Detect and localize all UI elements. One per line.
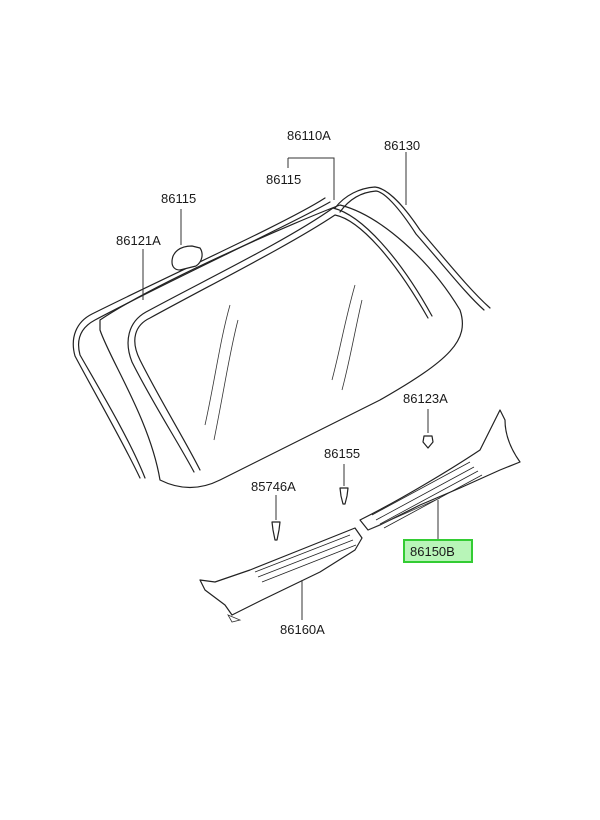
screw-86155: [339, 487, 349, 505]
label-86130: 86130: [384, 138, 420, 153]
leader-lines: [142, 152, 439, 620]
dam-86110A: [127, 207, 433, 473]
label-86150B: 86150B: [410, 544, 455, 559]
windshield-glass: [99, 204, 464, 489]
highlight-box: [403, 539, 473, 563]
clip-86123A: [422, 435, 434, 449]
label-86115-top: 86115: [266, 172, 301, 187]
label-86121A: 86121A: [116, 233, 161, 248]
label-85746A: 85746A: [251, 479, 296, 494]
label-86123A: 86123A: [403, 391, 448, 406]
cowl-cover-86160A: [199, 527, 363, 623]
sticker-86115: [171, 245, 203, 271]
screw-85746A: [271, 521, 281, 541]
label-86160A: 86160A: [280, 622, 325, 637]
molding-86121A: [72, 197, 331, 479]
label-86110A: 86110A: [287, 128, 331, 143]
label-86155: 86155: [324, 446, 360, 461]
molding-86130: [334, 186, 491, 311]
label-86115-left: 86115: [161, 191, 196, 206]
cowl-cover-86150B: [359, 409, 521, 531]
